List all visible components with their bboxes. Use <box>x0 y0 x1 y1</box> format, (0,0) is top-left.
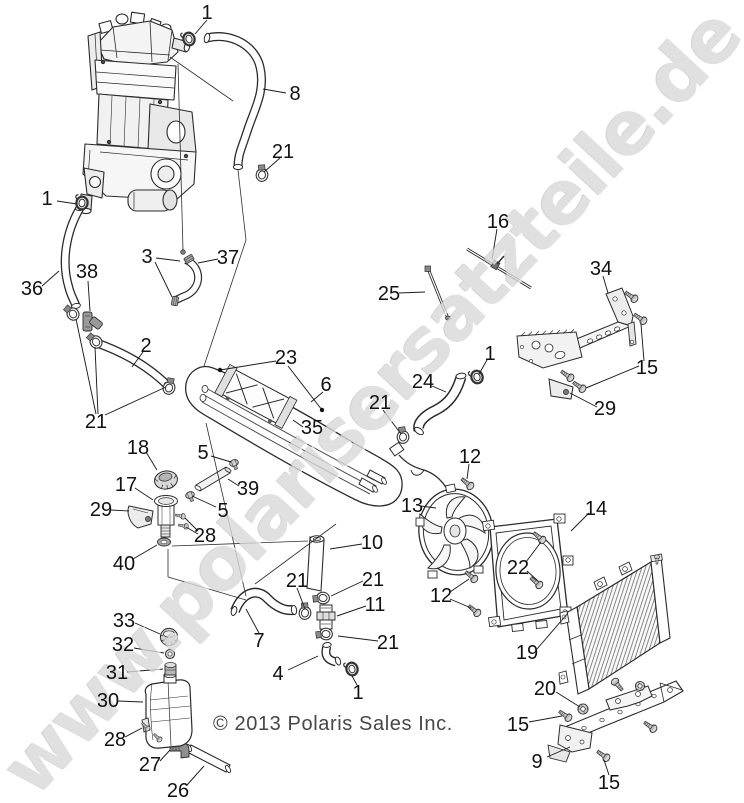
hose-3 <box>170 249 203 307</box>
filler-neck-17 <box>154 495 178 538</box>
filler-cap-18 <box>154 470 178 490</box>
bracket-34 <box>516 287 637 369</box>
cooling-fan-13 <box>388 441 494 579</box>
bracket-29-right <box>548 378 574 400</box>
tee-fitting-11 <box>316 604 336 630</box>
leader-dots <box>217 367 325 413</box>
bottle-cap-33 <box>159 627 179 647</box>
rod-39 <box>194 466 232 492</box>
hose-26 <box>185 743 232 774</box>
tee-fitting-38 <box>82 311 103 332</box>
copyright-text: © 2013 Polaris Sales Inc. <box>213 713 453 735</box>
seal-40 <box>157 537 171 547</box>
coolant-bottle-30 <box>141 672 193 749</box>
bracket-29-left <box>127 505 154 529</box>
hose-8 <box>203 32 266 171</box>
coolant-tank-6 <box>184 363 403 507</box>
hose-7 <box>230 587 298 616</box>
tube-10 <box>306 535 325 592</box>
engine-illustration <box>80 11 197 215</box>
nut-32 <box>164 648 176 660</box>
construction-lines <box>167 56 337 601</box>
fan-shroud-14 <box>481 513 574 632</box>
leader-lines <box>41 19 645 786</box>
cable-tie-25 <box>424 265 451 321</box>
bracket-9 <box>547 680 684 763</box>
tank-bracket-35 <box>214 363 298 429</box>
hose-2 <box>93 338 173 390</box>
radiator-19 <box>558 553 671 695</box>
cable-tie-16 <box>466 247 532 290</box>
hose-24 <box>413 372 467 436</box>
fitting-31 <box>164 662 177 676</box>
elbow-hose-4 <box>321 642 342 667</box>
hose-36 <box>60 204 85 310</box>
